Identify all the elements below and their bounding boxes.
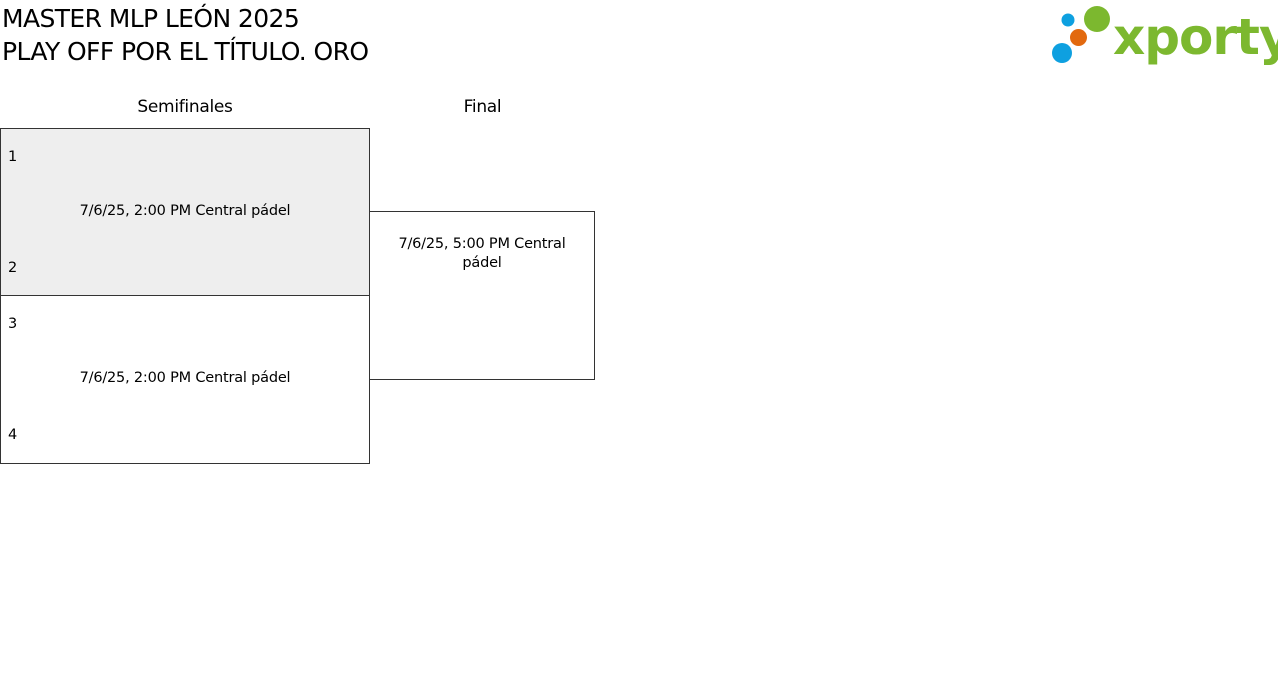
title-line-1: MASTER MLP LEÓN 2025 — [2, 4, 300, 33]
logo-dot-orange — [1070, 29, 1087, 46]
semifinal-match-1[interactable]: 1 7/6/25, 2:00 PM Central pádel 2 — [0, 128, 370, 296]
dots-logo-icon: xporty — [1052, 6, 1280, 66]
seed-top: 3 — [8, 316, 18, 332]
page-title: MASTER MLP LEÓN 2025 PLAY OFF POR EL TÍT… — [2, 2, 369, 68]
round-header-final: Final — [463, 97, 502, 117]
xporty-logo: xporty — [1050, 2, 1280, 68]
match-schedule: 7/6/25, 5:00 PM Central pádel — [398, 236, 566, 271]
seed-bottom: 2 — [8, 260, 18, 276]
match-schedule: 7/6/25, 2:00 PM Central pádel — [79, 203, 291, 219]
logo-dot-blue-small — [1061, 13, 1075, 27]
logo-wordmark: xporty — [1113, 8, 1278, 66]
logo-dot-blue-large — [1052, 43, 1072, 63]
title-line-2: PLAY OFF POR EL TÍTULO. ORO — [2, 37, 369, 66]
match-schedule: 7/6/25, 2:00 PM Central pádel — [79, 370, 291, 386]
round-header-semifinals: Semifinales — [137, 97, 233, 117]
final-match[interactable]: 7/6/25, 5:00 PM Central pádel — [369, 211, 595, 380]
seed-top: 1 — [8, 149, 18, 165]
seed-bottom: 4 — [8, 427, 18, 443]
logo-dot-green — [1084, 6, 1110, 32]
semifinal-match-2[interactable]: 3 7/6/25, 2:00 PM Central pádel 4 — [0, 295, 370, 464]
